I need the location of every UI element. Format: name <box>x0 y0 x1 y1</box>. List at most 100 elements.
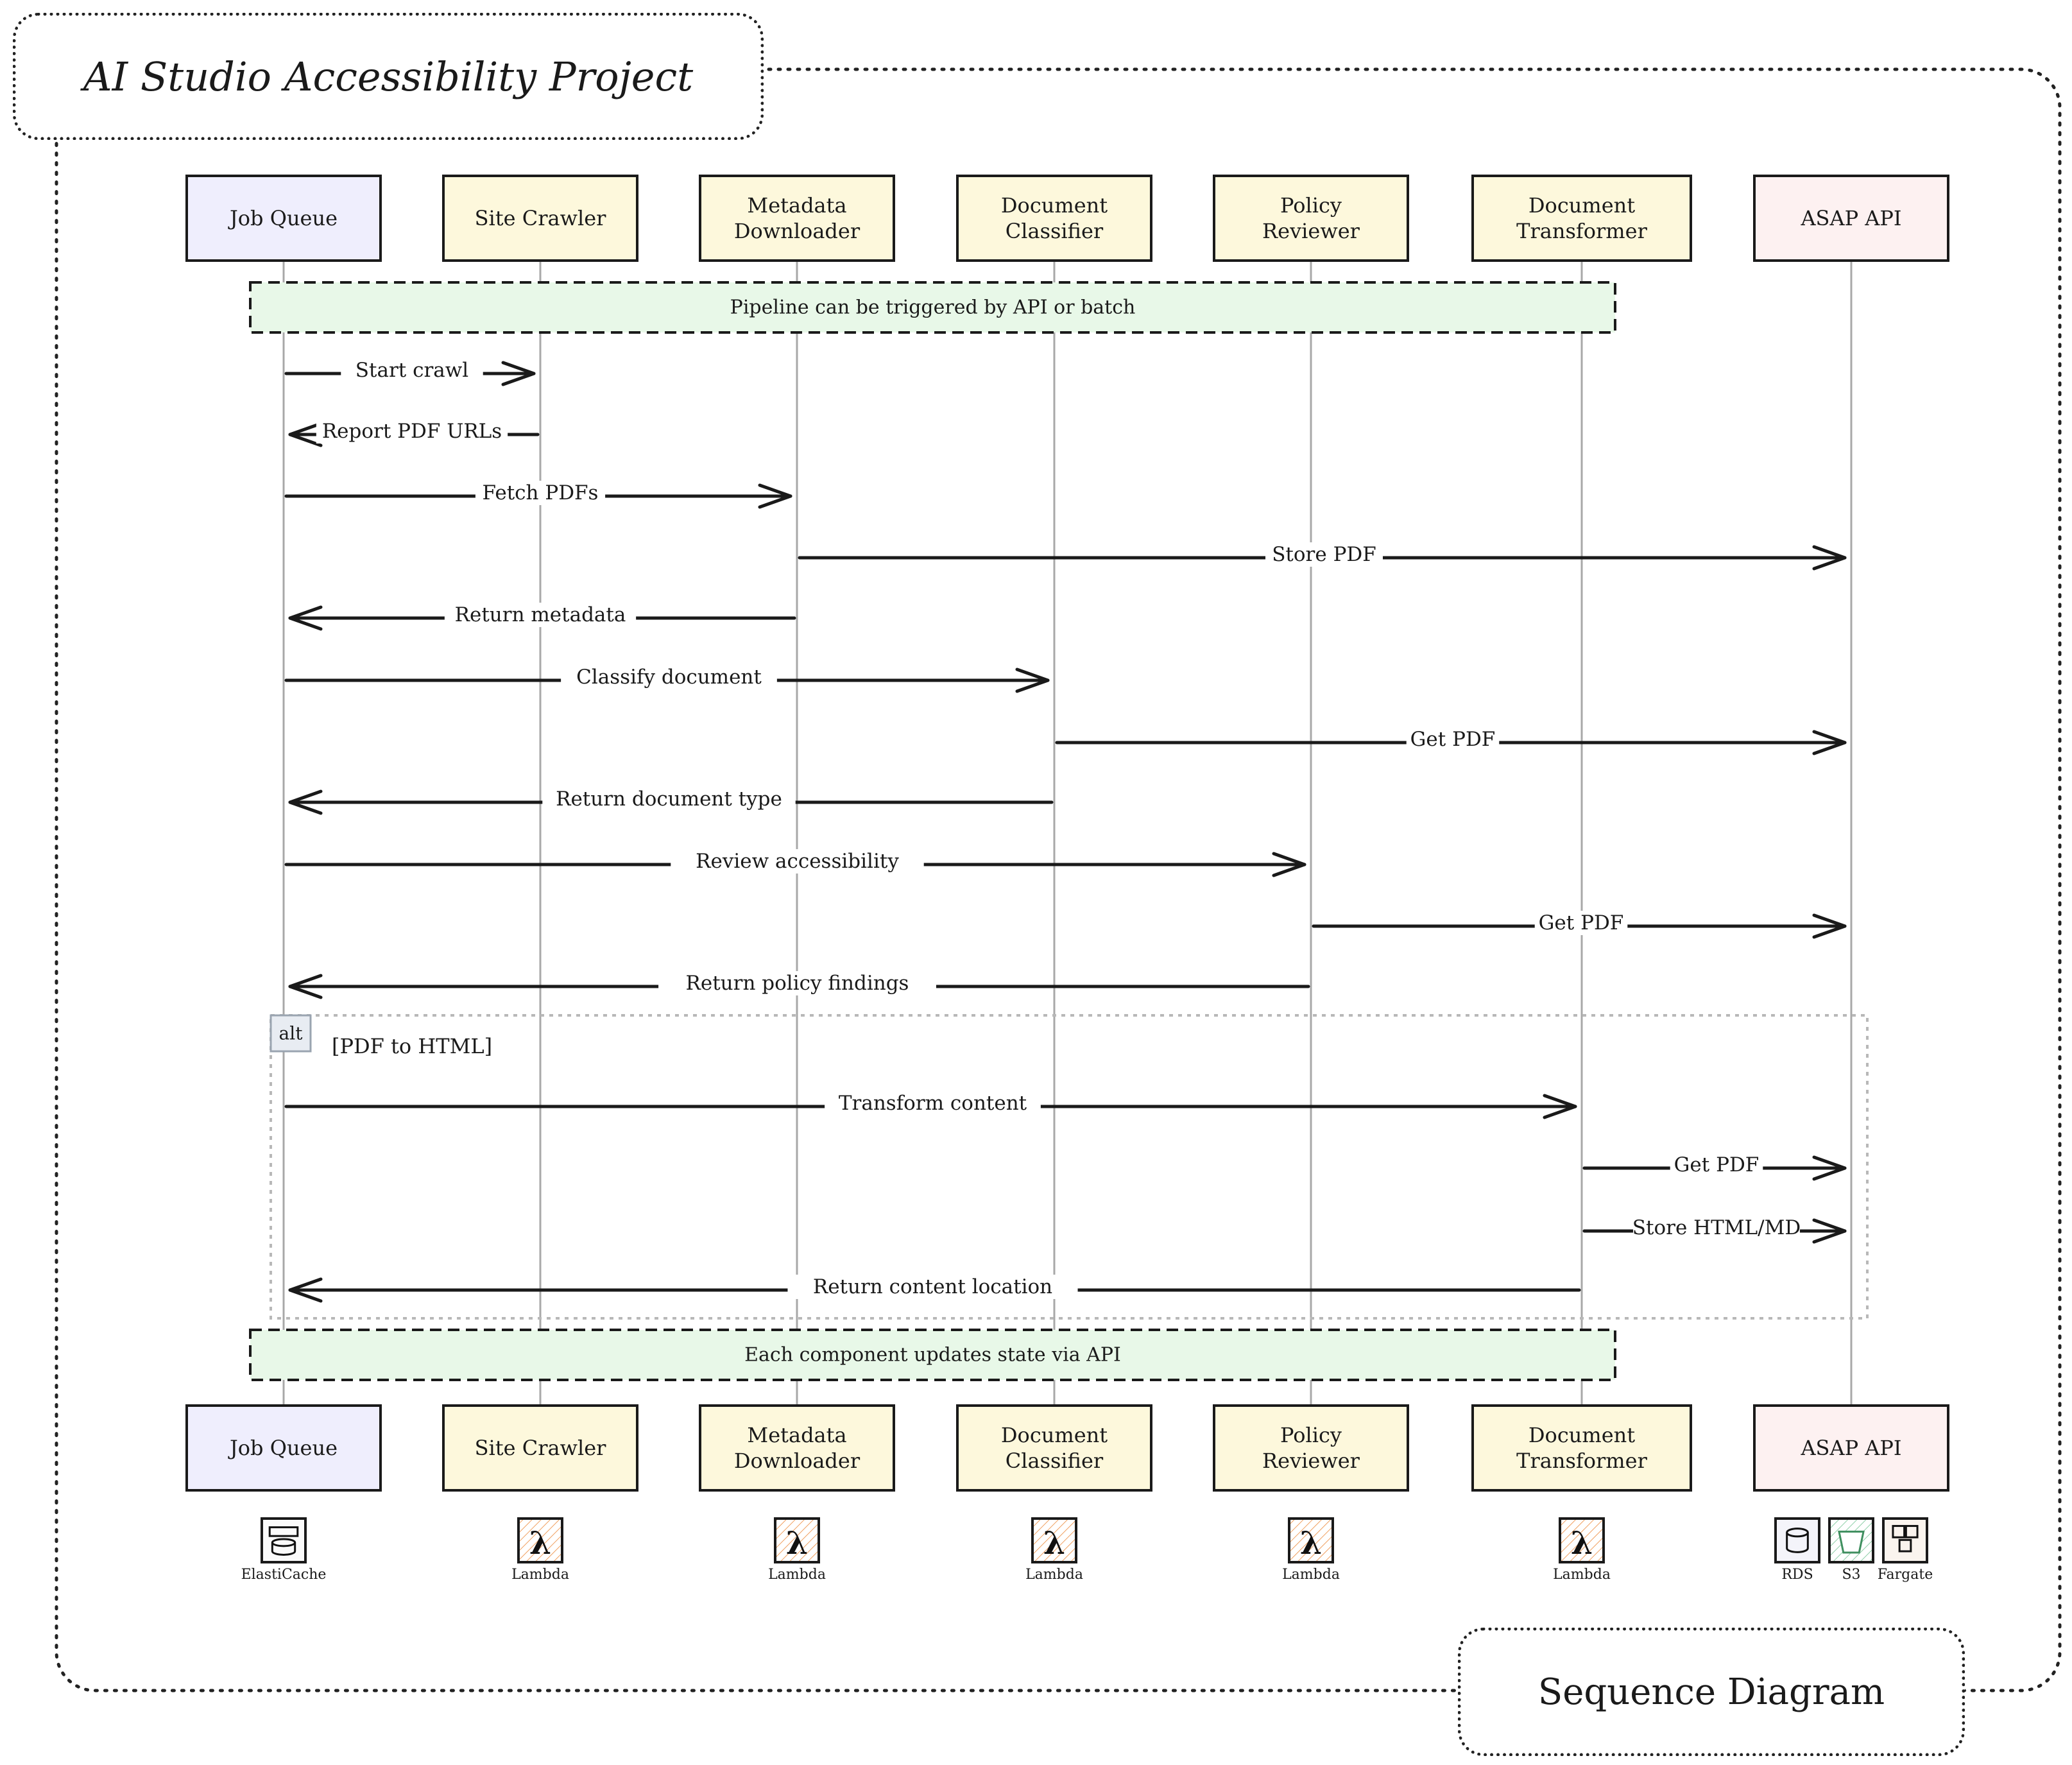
message-arrowhead <box>288 789 323 815</box>
participant-box <box>699 1404 895 1492</box>
message-label: Store PDF <box>1272 543 1376 566</box>
message-label-bg <box>1406 727 1500 752</box>
message-get-pdf: Get PDF <box>1055 727 1847 755</box>
lambda-glyph: λ <box>786 1524 808 1562</box>
message-label-bg <box>542 787 796 811</box>
diagram-subtitle: Sequence Diagram <box>1537 1671 1885 1713</box>
message-arrowhead <box>1812 1155 1847 1181</box>
lambda-glyph: λ <box>1043 1524 1065 1562</box>
participant-box <box>442 1404 638 1492</box>
lambda-glyph: λ <box>529 1524 551 1562</box>
note: Each component updates state via API <box>249 1329 1616 1381</box>
message-label: Fetch PDFs <box>483 481 599 504</box>
fargate-glyph-cube <box>1905 1525 1919 1538</box>
message-label-bg <box>475 481 606 505</box>
participant-box <box>1471 175 1692 262</box>
message-label-bg <box>1670 1153 1763 1177</box>
lambda-icon-frame <box>1288 1517 1334 1563</box>
participant-label: Policy <box>1280 1423 1342 1447</box>
message-transform-content: Transform content <box>284 1091 1577 1119</box>
message-arrowhead <box>501 361 536 386</box>
message-get-pdf: Get PDF <box>1312 911 1847 939</box>
participant-label: Policy <box>1280 193 1342 218</box>
message-return-document-type: Return document type <box>288 787 1054 815</box>
message-arrowhead <box>1272 852 1306 877</box>
s3-glyph-bucket <box>1838 1530 1865 1554</box>
participant-label: Document <box>1528 193 1635 218</box>
rds-icon: RDS <box>1774 1517 1820 1583</box>
message-label-bg <box>787 1275 1078 1299</box>
message-report-pdf-urls: Report PDF URLs <box>288 419 540 447</box>
participant-label: Site Crawler <box>475 1436 607 1460</box>
rds-icon-frame <box>1774 1517 1820 1563</box>
message-arrowhead <box>1015 667 1050 693</box>
rds-glyph-body <box>1786 1532 1809 1553</box>
message-label: Return policy findings <box>686 972 909 995</box>
participant-label: Reviewer <box>1262 219 1360 243</box>
participant-box <box>1471 1404 1692 1492</box>
message-return-content-location: Return content location <box>288 1275 1581 1303</box>
message-label: Return document type <box>556 788 782 811</box>
participant-label: Job Queue <box>228 206 338 230</box>
message-start-crawl: Start crawl <box>284 358 536 386</box>
note-text: Each component updates state via API <box>744 1344 1121 1366</box>
elasticache-glyph-body <box>271 1542 296 1556</box>
message-label: Start crawl <box>355 359 468 382</box>
participant-label: Document <box>1528 1423 1635 1447</box>
icon-label: Lambda <box>1025 1567 1083 1583</box>
note-box <box>249 281 1616 334</box>
message-arrowhead <box>288 974 323 999</box>
message-store-pdf: Store PDF <box>798 542 1847 571</box>
fragment-condition: [PDF to HTML] <box>332 1034 492 1058</box>
note-text: Pipeline can be triggered by API or batc… <box>730 297 1136 319</box>
alt-fragment: alt[PDF to HTML] <box>270 1014 1869 1320</box>
participant-label: Document <box>1001 1423 1108 1447</box>
title-box: AI Studio Accessibility Project <box>13 13 764 140</box>
outer-frame <box>55 67 2062 1692</box>
note-box <box>249 1329 1616 1381</box>
participant-label: Downloader <box>734 219 860 243</box>
note: Pipeline can be triggered by API or batc… <box>249 281 1616 334</box>
icon-label: ElastiCache <box>241 1567 327 1583</box>
message-arrowhead <box>1812 1218 1847 1244</box>
participant-top-site-crawler: Site Crawler <box>442 175 638 262</box>
fragment-operator-tag <box>270 1014 312 1053</box>
message-classify-document: Classify document <box>284 665 1050 693</box>
message-label-bg <box>561 665 777 689</box>
lambda-icon-frame <box>1559 1517 1605 1563</box>
participant-box <box>1753 1404 1949 1492</box>
icon-label: S3 <box>1842 1567 1860 1583</box>
message-fetch-pdfs: Fetch PDFs <box>284 481 792 509</box>
message-arrowhead <box>1812 545 1847 571</box>
message-label: Get PDF <box>1674 1153 1759 1176</box>
participant-box <box>956 175 1152 262</box>
message-return-policy-findings: Return policy findings <box>288 971 1310 999</box>
participant-label: Job Queue <box>228 1436 338 1460</box>
icon-label: Fargate <box>1878 1567 1933 1583</box>
participant-box <box>1213 175 1409 262</box>
diagram-title: AI Studio Accessibility Project <box>83 53 694 100</box>
message-label: Review accessibility <box>696 850 899 873</box>
message-arrowhead <box>758 483 792 509</box>
message-arrowhead <box>288 605 323 631</box>
message-label-bg <box>444 603 637 627</box>
participant-top-job-queue: Job Queue <box>185 175 382 262</box>
message-label: Return metadata <box>455 603 626 626</box>
participant-bottom-asap-api: ASAP API <box>1753 1404 1949 1492</box>
message-arrowhead <box>1812 913 1847 939</box>
fragment-frame <box>270 1014 1869 1320</box>
participant-box <box>1213 1404 1409 1492</box>
participant-top-asap-api: ASAP API <box>1753 175 1949 262</box>
participant-box <box>442 175 638 262</box>
message-arrowhead <box>1543 1094 1577 1119</box>
participant-box <box>956 1404 1152 1492</box>
